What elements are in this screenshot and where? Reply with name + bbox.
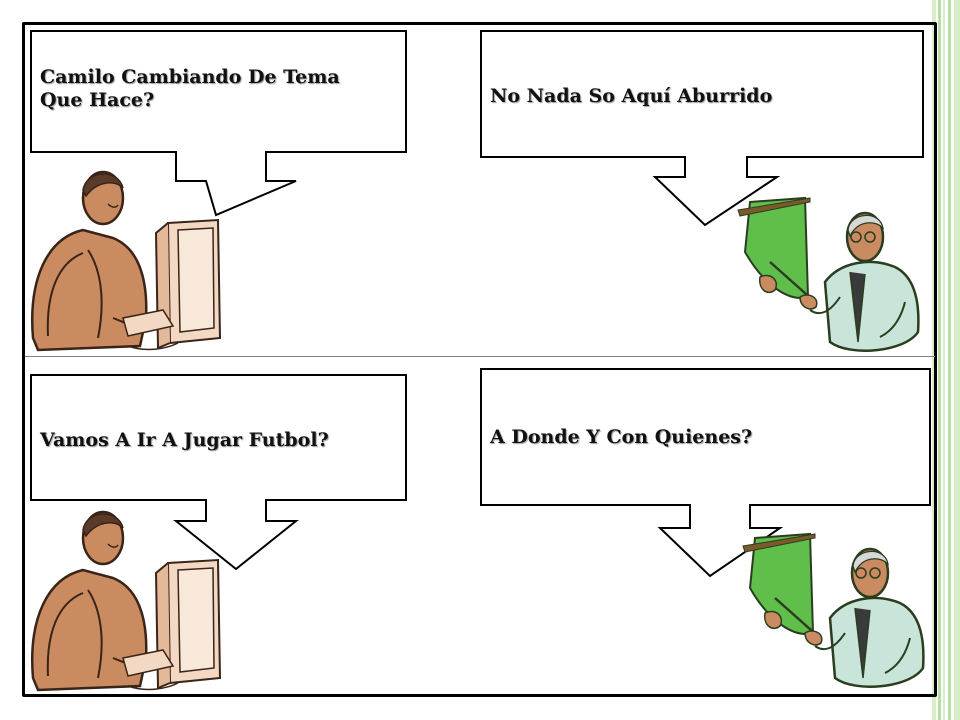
computer-user-icon [28, 168, 228, 353]
computer-user-icon [28, 508, 228, 693]
dialogue-line: Que Hace? [40, 89, 155, 111]
dialogue-text-3: Vamos A Ir A Jugar Futbol? [40, 429, 329, 451]
speech-bubble-3: Vamos A Ir A Jugar Futbol? [30, 374, 407, 574]
dialogue-text-4: A Donde Y Con Quienes? [490, 426, 753, 448]
speech-bubble-shape [480, 30, 924, 227]
speech-bubble-shape [30, 30, 407, 217]
dialogue-text-1: Camilo Cambiando De Tema Que Hace? [40, 66, 340, 112]
speech-bubble-1: Camilo Cambiando De Tema Que Hace? [30, 30, 407, 220]
panel-divider [25, 356, 935, 357]
speech-bubble-shape [30, 374, 407, 571]
presenter-icon [730, 192, 925, 357]
comic-frame [22, 22, 937, 697]
dialogue-line: Camilo Cambiando De Tema [40, 66, 340, 88]
dialogue-text-2: No Nada So Aquí Aburrido [490, 85, 773, 107]
speech-bubble-2: No Nada So Aquí Aburrido [480, 30, 925, 230]
presenter-icon [735, 528, 930, 693]
